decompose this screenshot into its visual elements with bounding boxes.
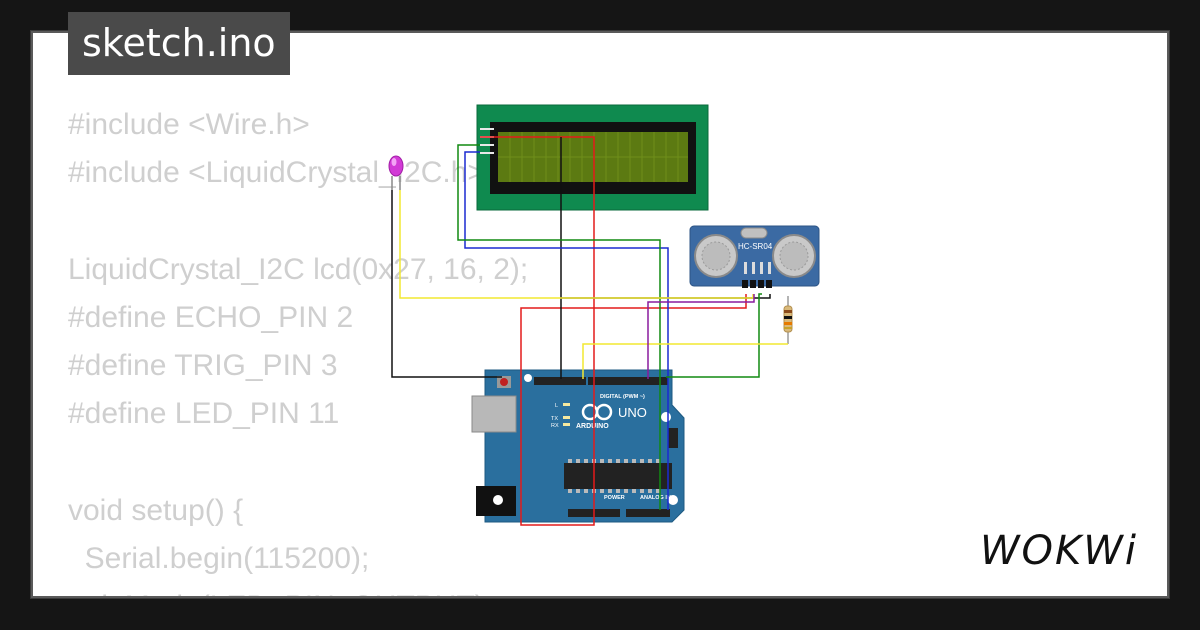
board-brand: ARDUINO [576, 423, 609, 430]
code-line: #include <LiquidCrystal_I2C.h> [68, 156, 485, 190]
code-line: #define TRIG_PIN 3 [68, 348, 338, 382]
sensor-label: HC-SR04 [738, 242, 773, 251]
wire-yellow-resistor [582, 343, 788, 379]
digital-label: DIGITAL (PWM ~) [600, 394, 645, 400]
wokwi-logo: WOKWi [980, 528, 1138, 574]
analog-label: ANALOG IN [640, 495, 671, 501]
code-line: void setup() { [68, 493, 244, 527]
rx-label: RX [551, 423, 559, 429]
wire-green-echo [666, 293, 762, 378]
ultrasonic-sensor: HC-SR04 [689, 225, 820, 288]
wire-black-led [391, 190, 502, 378]
arduino-uno-board: UNO ARDUINO DIGITAL (PWM ~) POWER ANALOG… [471, 369, 685, 523]
microcontroller-chip [564, 463, 672, 489]
led-icon [388, 155, 404, 190]
board-model: UNO [618, 405, 647, 420]
code-line: Serial.begin(115200); [68, 541, 370, 575]
resistor-icon [783, 296, 793, 344]
code-preview: #include <Wire.h> #include <LiquidCrystal… [68, 101, 528, 596]
wire-yellow-led [399, 190, 754, 299]
wire-purple [647, 294, 755, 379]
sketch-file-badge: sketch.ino [68, 12, 290, 75]
reset-button [500, 378, 508, 386]
arduino-logo-icon [581, 403, 613, 421]
lcd-display [476, 104, 709, 211]
wire-green-sda [457, 144, 661, 510]
code-line: #define LED_PIN 11 [68, 397, 340, 431]
code-line: #define ECHO_PIN 2 [68, 300, 354, 334]
code-line: #include <Wire.h> [68, 108, 310, 141]
usb-port [471, 395, 517, 433]
code-line: pinMode(LED_PIN, OUTPUT); [68, 583, 528, 596]
l-label: L [555, 403, 558, 409]
wire-red [480, 136, 747, 526]
code-line: LiquidCrystal_I2C lcd(0x27, 16, 2); [68, 252, 529, 286]
power-label: POWER [604, 495, 625, 501]
tx-label: TX [551, 416, 558, 422]
wires [391, 136, 788, 526]
wire-blue [464, 151, 669, 510]
